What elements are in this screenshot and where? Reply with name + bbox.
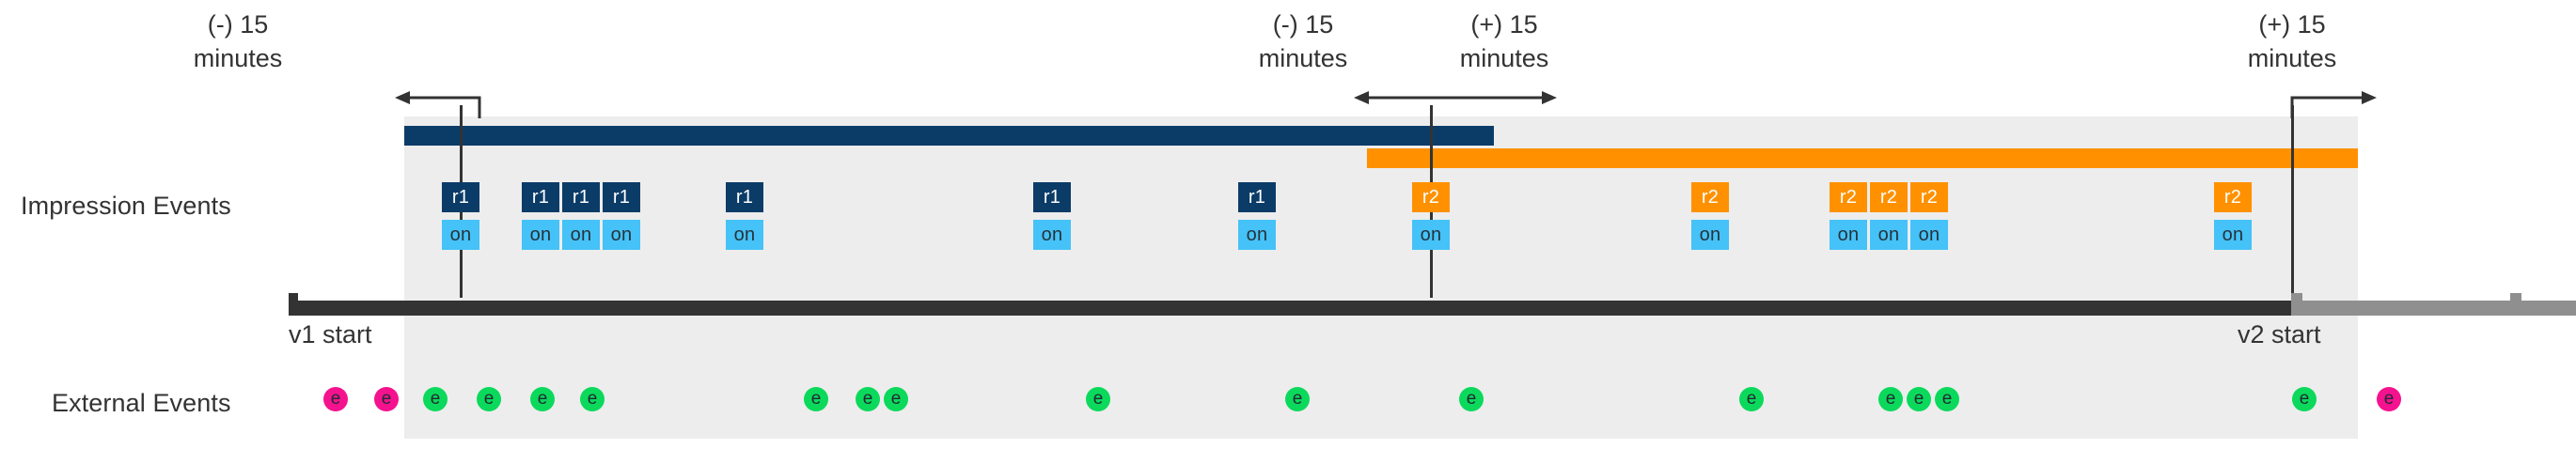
- external-event-dot: e: [1739, 387, 1764, 411]
- external-event-dot: e: [884, 387, 908, 411]
- impression-state-chip: on: [522, 220, 559, 250]
- impression-state-chip: on: [1238, 220, 1276, 250]
- external-event-dot: e: [477, 387, 501, 411]
- impression-event-group: r1 on: [1238, 182, 1276, 250]
- external-event-dot: e: [1459, 387, 1484, 411]
- impression-request-chip: r1: [442, 182, 479, 212]
- timeline-caption-v2-start: v2 start: [2238, 320, 2321, 348]
- impression-request-chip: r1: [603, 182, 640, 212]
- callout-label-left-minus: (-) 15 minutes: [193, 10, 283, 72]
- impression-request-chip: r2: [1870, 182, 1908, 212]
- impression-request-chip: r2: [2214, 182, 2252, 212]
- external-event-dot: e: [856, 387, 880, 411]
- impression-request-chip: r1: [1238, 182, 1276, 212]
- external-event-dot: e: [2377, 387, 2401, 411]
- impression-request-chip: r2: [1691, 182, 1729, 212]
- external-event-dot: e: [1907, 387, 1931, 411]
- impression-request-chip: r2: [1910, 182, 1948, 212]
- impression-request-chip: r1: [522, 182, 559, 212]
- external-event-dot: e: [374, 387, 399, 411]
- impression-state-chip: on: [1870, 220, 1908, 250]
- external-event-dot: e: [2292, 387, 2317, 411]
- impression-events-row-label: Impression Events: [21, 192, 231, 220]
- impression-request-chip: r2: [1830, 182, 1867, 212]
- impression-event-group: r1 on: [726, 182, 763, 250]
- impression-state-chip: on: [2214, 220, 2252, 250]
- impression-event-group: r2 on: [1691, 182, 1729, 250]
- callout-label-right-plus: (+) 15 minutes: [2247, 10, 2337, 72]
- impression-event-group: r1 on: [1033, 182, 1071, 250]
- impression-event-group: r1 on: [603, 182, 640, 250]
- version-bar-v2: [1367, 148, 2358, 168]
- external-event-dot: e: [1086, 387, 1110, 411]
- impression-state-chip: on: [1910, 220, 1948, 250]
- impression-request-chip: r1: [726, 182, 763, 212]
- version-bar-v1: [404, 126, 1494, 146]
- external-event-dot: e: [804, 387, 828, 411]
- external-event-dot: e: [580, 387, 605, 411]
- callout-arrow-mid-double: [1354, 91, 1557, 104]
- timeline-caption-v1-start: v1 start: [289, 320, 372, 348]
- impression-request-chip: r1: [562, 182, 600, 212]
- impression-event-group: r1 on: [562, 182, 600, 250]
- callout-label-mid-plus: (+) 15 minutes: [1459, 10, 1549, 72]
- impression-request-chip: r1: [1033, 182, 1071, 212]
- external-event-dot: e: [1935, 387, 1959, 411]
- impression-state-chip: on: [442, 220, 479, 250]
- impression-state-chip: on: [1033, 220, 1071, 250]
- external-event-dot: e: [1285, 387, 1310, 411]
- external-events-row-label: External Events: [52, 389, 231, 417]
- impression-event-group: r2 on: [1412, 182, 1450, 250]
- main-timeline-axis: [289, 293, 2576, 316]
- experiment-window-band: [404, 116, 2358, 439]
- impression-state-chip: on: [726, 220, 763, 250]
- callout-arrow-right-plus: [2290, 91, 2377, 118]
- impression-event-group: r2 on: [1870, 182, 1908, 250]
- external-event-dot: e: [323, 387, 348, 411]
- drop-line-v2-start: [2291, 105, 2294, 298]
- impression-state-chip: on: [1830, 220, 1867, 250]
- impression-event-group: r2 on: [1830, 182, 1867, 250]
- callout-arrow-left-minus: [395, 91, 481, 118]
- impression-event-group: r1 on: [522, 182, 559, 250]
- external-event-dot: e: [423, 387, 448, 411]
- impression-event-group: r2 on: [1910, 182, 1948, 250]
- impression-event-group: r2 on: [2214, 182, 2252, 250]
- impression-state-chip: on: [1691, 220, 1729, 250]
- external-event-dot: e: [530, 387, 555, 411]
- impression-event-group: r1 on: [442, 182, 479, 250]
- external-event-dot: e: [1878, 387, 1903, 411]
- impression-state-chip: on: [562, 220, 600, 250]
- callout-label-mid-minus: (-) 15 minutes: [1258, 10, 1348, 72]
- impression-request-chip: r2: [1412, 182, 1450, 212]
- impression-state-chip: on: [1412, 220, 1450, 250]
- impression-state-chip: on: [603, 220, 640, 250]
